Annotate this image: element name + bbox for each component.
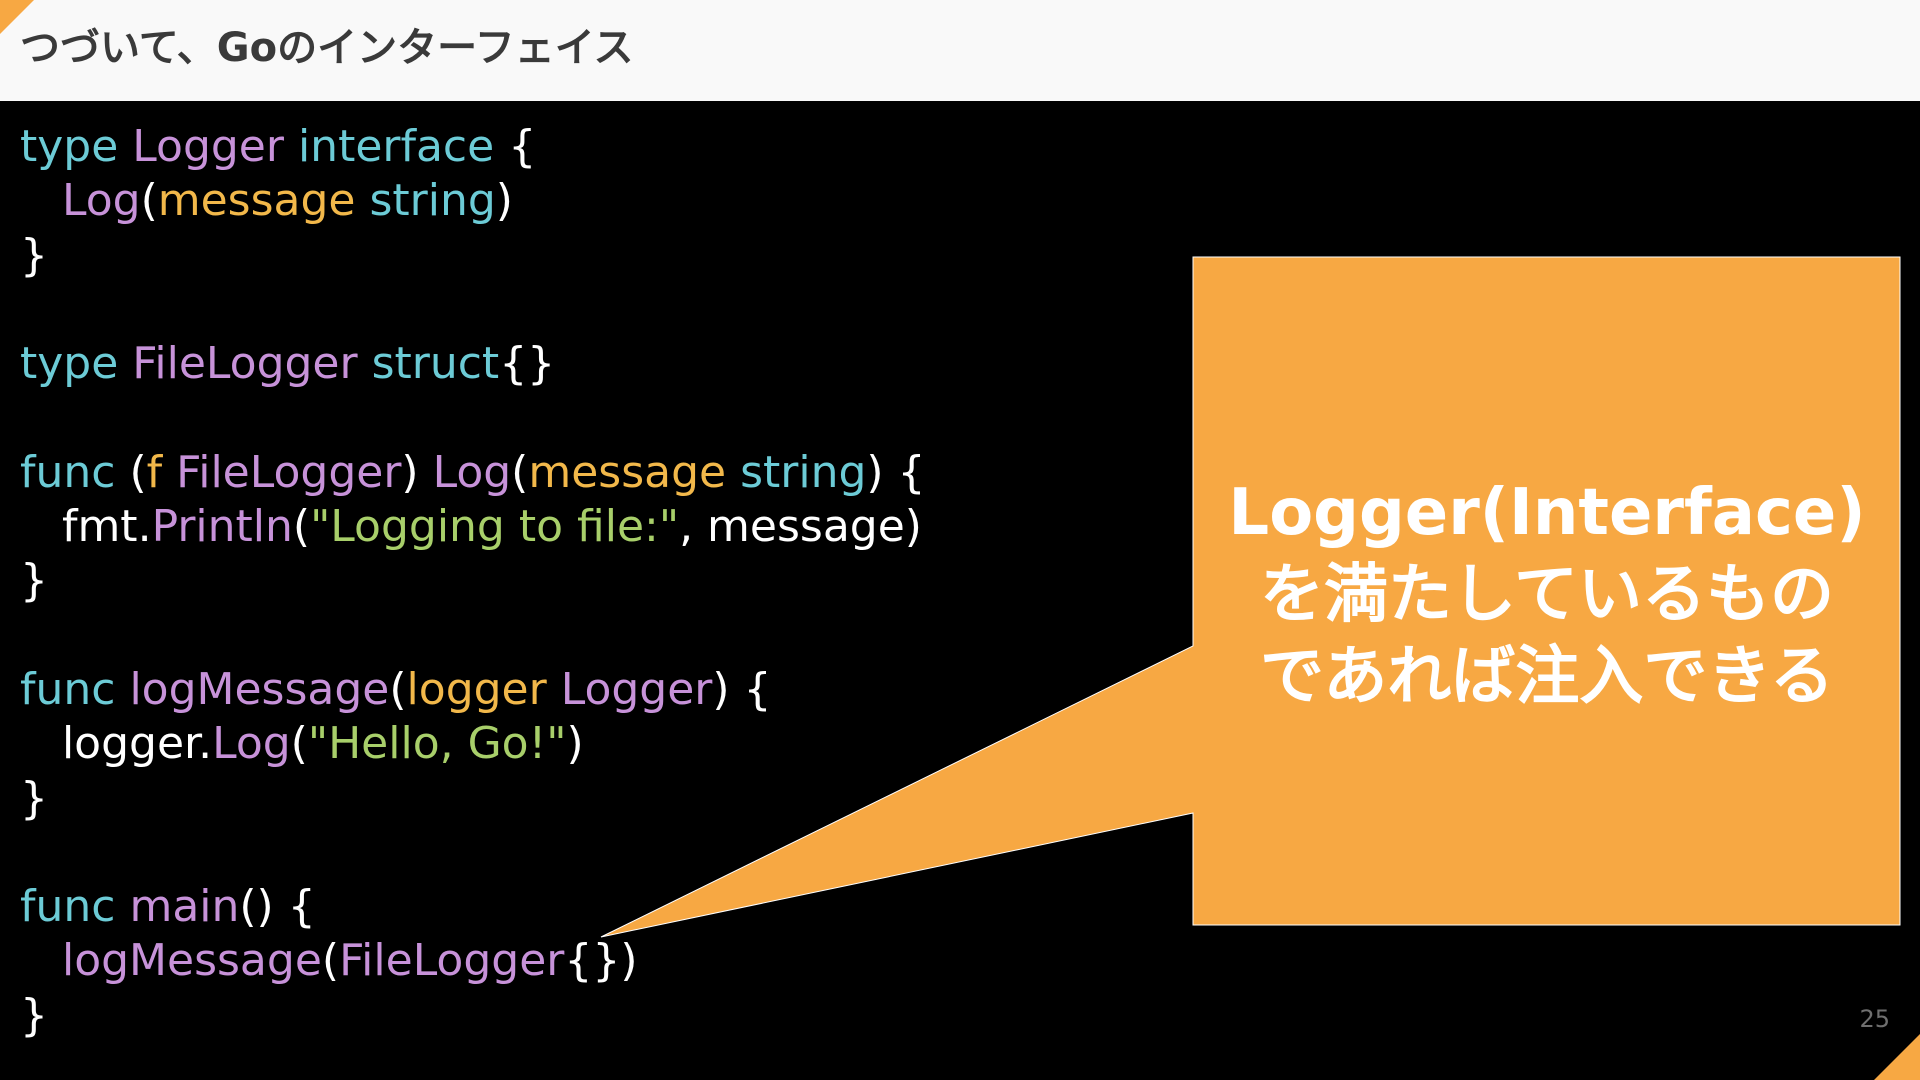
- code-token: , message): [679, 501, 922, 553]
- code-token: "Hello, Go!": [307, 718, 567, 770]
- code-block: type Logger interface { Log(message stri…: [20, 120, 926, 1043]
- code-token: message: [528, 446, 741, 498]
- code-token: FileLogger: [176, 446, 402, 498]
- code-line: logger.Log("Hello, Go!"): [20, 717, 926, 771]
- code-token: }: [20, 772, 48, 824]
- code-line: func logMessage(logger Logger) {: [20, 663, 926, 717]
- code-token: ): [401, 446, 433, 498]
- code-token: (: [140, 175, 158, 227]
- slide-title: つづいて、Goのインターフェイス: [20, 25, 634, 71]
- callout-shape: [600, 256, 1901, 938]
- code-token: () {: [239, 881, 316, 933]
- code-token: (: [292, 501, 311, 553]
- code-token: func: [20, 663, 130, 715]
- corner-accent-bottom-right: [1874, 1034, 1920, 1080]
- code-line: fmt.Println("Logging to file:", message): [20, 500, 926, 554]
- code-line: func (f FileLogger) Log(message string) …: [20, 446, 926, 500]
- code-line: logMessage(FileLogger{}): [20, 934, 926, 988]
- callout-text: Logger(Interface) を満たしているもの であれば注入できる: [1194, 472, 1900, 718]
- code-line: }: [20, 772, 926, 826]
- code-token: logMessage: [61, 935, 322, 987]
- code-token: {: [508, 121, 537, 172]
- code-token: message: [157, 175, 370, 227]
- code-token: ) {: [866, 446, 926, 498]
- code-token: (: [129, 446, 147, 498]
- code-line: func main() {: [20, 880, 926, 934]
- code-line: }: [20, 554, 926, 608]
- code-token: FileLogger: [339, 935, 565, 987]
- code-token: }: [20, 989, 48, 1041]
- code-token: ): [566, 718, 584, 770]
- code-token: fmt.: [20, 501, 152, 553]
- code-token: Logger: [560, 663, 713, 715]
- code-token: FileLogger: [132, 338, 372, 390]
- code-token: (: [389, 663, 407, 715]
- code-token: ) {: [712, 663, 772, 715]
- code-token: {}: [499, 338, 556, 390]
- code-token: }: [20, 229, 48, 281]
- callout-line-3: であれば注入できる: [1259, 640, 1835, 714]
- code-token: logMessage: [129, 663, 390, 715]
- code-token: (: [511, 446, 529, 498]
- page-number: 25: [1859, 1005, 1890, 1033]
- code-line: type Logger interface {: [20, 120, 926, 174]
- code-token: Logger: [132, 121, 298, 172]
- code-line: }: [20, 989, 926, 1043]
- slide-header: つづいて、Goのインターフェイス: [0, 0, 1920, 101]
- code-token: interface: [297, 121, 509, 172]
- code-token: Log: [432, 446, 512, 498]
- corner-accent-top-left: [0, 0, 34, 34]
- code-token: }: [20, 555, 48, 607]
- code-token: (: [321, 935, 340, 987]
- code-line: }: [20, 229, 926, 283]
- code-line: type FileLogger struct{}: [20, 337, 926, 391]
- code-token: ): [495, 175, 513, 227]
- code-token: (: [290, 718, 308, 770]
- code-token: type: [20, 121, 133, 172]
- code-token: func: [20, 881, 130, 933]
- code-token: string: [369, 175, 496, 227]
- code-token: string: [740, 446, 867, 498]
- callout-line-2: を満たしているもの: [1259, 558, 1835, 632]
- code-token: Println: [151, 501, 293, 553]
- code-token: Log: [212, 718, 291, 770]
- code-token: func: [20, 446, 130, 498]
- code-token: Log: [61, 175, 141, 227]
- code-token: struct: [371, 338, 500, 390]
- code-token: {}): [564, 935, 638, 987]
- code-token: logger.: [20, 718, 213, 770]
- code-line: Log(message string): [20, 174, 926, 228]
- code-token: main: [129, 881, 240, 933]
- callout-line-1: Logger(Interface): [1228, 476, 1866, 550]
- code-token: f: [146, 446, 177, 498]
- code-token: "Logging to file:": [310, 501, 680, 553]
- code-token: logger: [406, 663, 561, 715]
- code-token: type: [20, 338, 133, 390]
